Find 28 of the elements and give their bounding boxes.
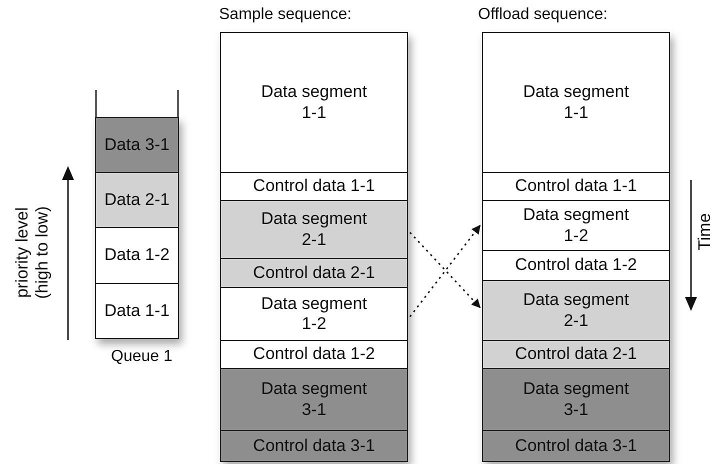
data-block: Data segment 1-1 [482, 32, 670, 173]
data-block: Data segment 2-1 [482, 280, 670, 341]
data-block: Data 1-2 [95, 227, 179, 284]
dotted-arrow [409, 224, 481, 318]
data-block: Data segment 1-2 [220, 287, 408, 341]
column-heading: Sample sequence: [219, 6, 352, 24]
column-heading: Queue 1 [111, 348, 172, 366]
data-block: Data 1-1 [95, 283, 179, 339]
data-block: Control data 2-1 [220, 258, 408, 288]
axis-label: priority level (high to low) [12, 204, 52, 300]
time-label: Time [694, 213, 711, 250]
sequence-column [220, 4, 408, 462]
data-block: Data segment 1-1 [220, 32, 408, 173]
data-block: Data 2-1 [95, 172, 179, 228]
data-block: Data segment 3-1 [482, 368, 670, 431]
column-heading: Offload sequence: [478, 6, 608, 24]
data-block: Control data 2-1 [482, 340, 670, 369]
data-block: Data segment 2-1 [220, 200, 408, 259]
data-block: Control data 1-1 [220, 172, 408, 201]
data-block: Control data 3-1 [482, 430, 670, 462]
data-block: Data segment 3-1 [220, 368, 408, 431]
data-block: Control data 1-2 [482, 250, 670, 281]
data-block: Data 3-1 [95, 117, 179, 173]
dotted-arrow [409, 232, 481, 308]
data-block: Control data 3-1 [220, 430, 408, 462]
data-block: Data segment 1-2 [482, 200, 670, 251]
data-block: Control data 1-2 [220, 340, 408, 369]
data-block: Control data 1-1 [482, 172, 670, 201]
